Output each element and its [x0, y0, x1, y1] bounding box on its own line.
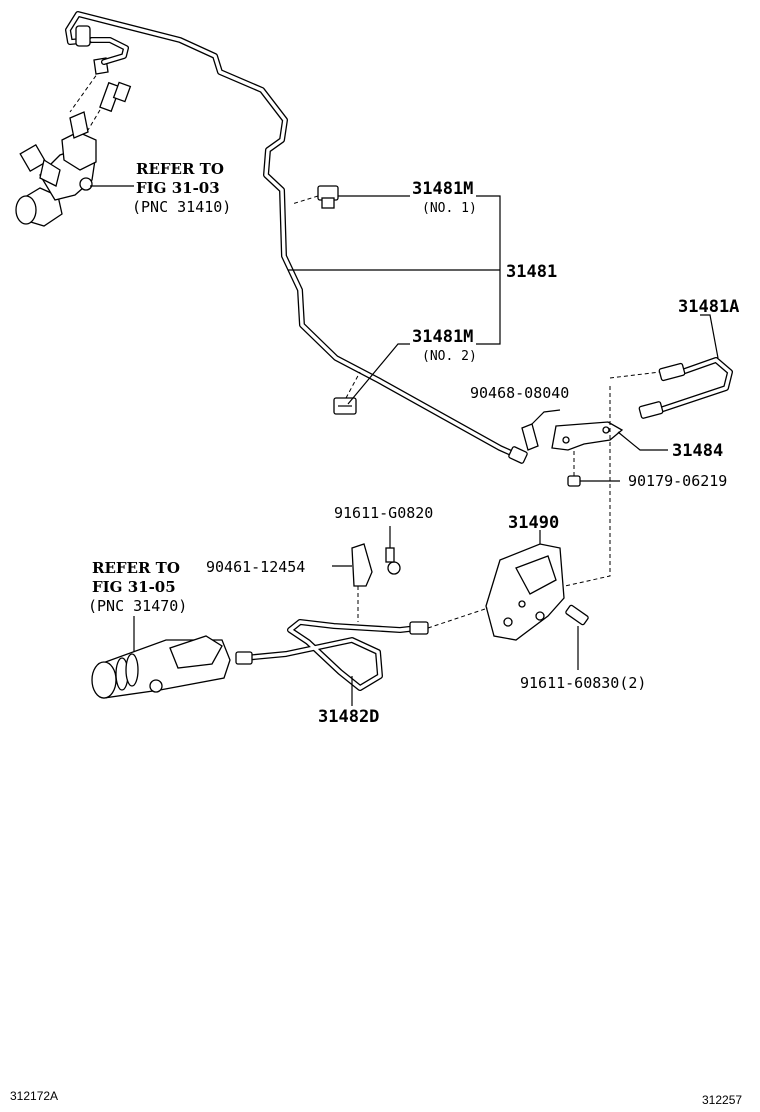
clip	[521, 409, 561, 451]
pipe-clamp-no1	[291, 185, 339, 209]
footer-right-code: 312257	[702, 1093, 742, 1107]
bracket-bolt	[565, 604, 589, 670]
refer-top-line3: (PNC 31410)	[132, 198, 231, 216]
label-31484: 31484	[672, 441, 723, 461]
route-line-a	[609, 371, 661, 379]
clutch-pipe	[65, 11, 528, 464]
label-31481A: 31481A	[678, 297, 739, 317]
label-31482D: 31482D	[318, 707, 379, 727]
release-cylinder	[91, 616, 231, 699]
bracket-clip	[332, 526, 401, 622]
route-line-b	[555, 386, 611, 589]
refer-bottom-line2: FIG 31-05	[92, 578, 176, 596]
label-91611-60830: 91611-60830(2)	[520, 674, 646, 692]
label-31490: 31490	[508, 513, 559, 533]
pipe-clamp-no2	[333, 371, 361, 415]
label-90468-08040: 90468-08040	[470, 384, 569, 402]
label-90179-06219: 90179-06219	[628, 472, 727, 490]
refer-top-line1: REFER TO	[136, 160, 224, 178]
label-91611-G0820: 91611-G0820	[334, 504, 433, 522]
release-cylinder-bracket	[485, 530, 565, 641]
label-90461-12454: 90461-12454	[206, 558, 305, 576]
label-no1: (NO. 1)	[422, 201, 477, 216]
label-no2: (NO. 2)	[422, 349, 477, 364]
refer-bottom-line1: REFER TO	[92, 559, 180, 577]
label-31481M-no2: 31481M	[412, 327, 473, 347]
refer-bottom-line3: (PNC 31470)	[88, 597, 187, 615]
leader-31481M-no2	[347, 343, 410, 405]
refer-top-line2: FIG 31-03	[136, 179, 220, 197]
clutch-release-pipe	[235, 607, 489, 706]
flexible-hose	[638, 314, 733, 419]
label-31481: 31481	[506, 262, 557, 282]
nut	[567, 450, 620, 487]
label-31481M-no1: 31481M	[412, 179, 473, 199]
footer-left-code: 312172A	[10, 1089, 58, 1103]
master-cylinder	[15, 57, 132, 227]
